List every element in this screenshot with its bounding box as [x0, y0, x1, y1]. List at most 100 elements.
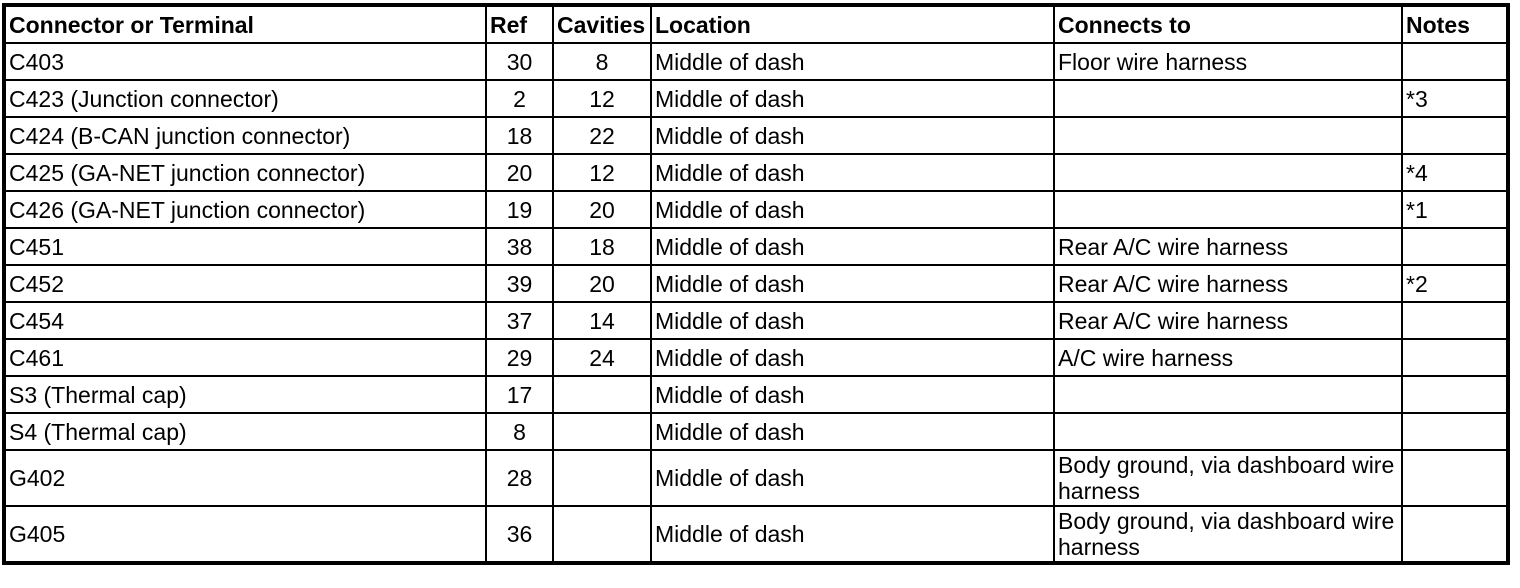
cell-location: Middle of dash	[650, 264, 1055, 303]
cell-ref: 39	[485, 264, 554, 303]
cell-notes	[1401, 42, 1509, 81]
cell-connects-to	[1053, 79, 1403, 118]
cell-location: Middle of dash	[650, 116, 1055, 155]
cell-cavities	[552, 449, 652, 507]
cell-connector: G405	[3, 505, 487, 564]
cell-location: Middle of dash	[650, 505, 1055, 564]
cell-connects-to	[1053, 153, 1403, 192]
cell-cavities: 24	[552, 338, 652, 377]
cell-connector: C424 (B-CAN junction connector)	[3, 116, 487, 155]
connector-table: Connector or Terminal Ref Cavities Locat…	[2, 3, 1510, 565]
cell-cavities: 18	[552, 227, 652, 266]
cell-location: Middle of dash	[650, 79, 1055, 118]
cell-location: Middle of dash	[650, 338, 1055, 377]
cell-location: Middle of dash	[650, 190, 1055, 229]
connector-table-wrapper: Connector or Terminal Ref Cavities Locat…	[2, 3, 1510, 565]
cell-cavities	[552, 375, 652, 414]
cell-ref: 17	[485, 375, 554, 414]
column-header-ref: Ref	[485, 4, 554, 44]
cell-connector: C451	[3, 227, 487, 266]
cell-connector: C423 (Junction connector)	[3, 79, 487, 118]
cell-ref: 20	[485, 153, 554, 192]
table-row: S3 (Thermal cap)17 Middle of dash	[3, 375, 1509, 414]
cell-connector: C403	[3, 42, 487, 81]
cell-notes: *4	[1401, 153, 1509, 192]
cell-connects-to: Rear A/C wire harness	[1053, 264, 1403, 303]
cell-connector: C426 (GA-NET junction connector)	[3, 190, 487, 229]
column-header-connects-to: Connects to	[1053, 4, 1403, 44]
cell-ref: 30	[485, 42, 554, 81]
cell-connects-to: A/C wire harness	[1053, 338, 1403, 377]
cell-connector: G402	[3, 449, 487, 507]
cell-connector: S4 (Thermal cap)	[3, 412, 487, 451]
cell-notes	[1401, 449, 1509, 507]
cell-ref: 2	[485, 79, 554, 118]
cell-connects-to: Rear A/C wire harness	[1053, 301, 1403, 340]
cell-location: Middle of dash	[650, 153, 1055, 192]
cell-connects-to	[1053, 116, 1403, 155]
cell-connector: C425 (GA-NET junction connector)	[3, 153, 487, 192]
cell-ref: 28	[485, 449, 554, 507]
cell-connector: S3 (Thermal cap)	[3, 375, 487, 414]
cell-notes: *1	[1401, 190, 1509, 229]
cell-connects-to	[1053, 412, 1403, 451]
cell-cavities	[552, 412, 652, 451]
cell-connects-to: Body ground, via dashboard wire harness	[1053, 505, 1403, 564]
cell-notes: *3	[1401, 79, 1509, 118]
cell-cavities	[552, 505, 652, 564]
cell-ref: 18	[485, 116, 554, 155]
cell-cavities: 20	[552, 264, 652, 303]
cell-cavities: 8	[552, 42, 652, 81]
cell-connects-to: Floor wire harness	[1053, 42, 1403, 81]
cell-connects-to: Rear A/C wire harness	[1053, 227, 1403, 266]
column-header-cavities: Cavities	[552, 4, 652, 44]
cell-notes	[1401, 116, 1509, 155]
cell-cavities: 12	[552, 153, 652, 192]
cell-cavities: 14	[552, 301, 652, 340]
cell-connects-to	[1053, 190, 1403, 229]
table-header-row: Connector or Terminal Ref Cavities Locat…	[3, 4, 1509, 44]
cell-location: Middle of dash	[650, 227, 1055, 266]
cell-connector: C454	[3, 301, 487, 340]
cell-notes	[1401, 412, 1509, 451]
cell-ref: 8	[485, 412, 554, 451]
cell-ref: 19	[485, 190, 554, 229]
column-header-connector: Connector or Terminal	[3, 4, 487, 44]
cell-location: Middle of dash	[650, 375, 1055, 414]
cell-notes	[1401, 375, 1509, 414]
cell-connector: C452	[3, 264, 487, 303]
cell-cavities: 12	[552, 79, 652, 118]
cell-ref: 38	[485, 227, 554, 266]
cell-location: Middle of dash	[650, 42, 1055, 81]
cell-connects-to: Body ground, via dashboard wire harness	[1053, 449, 1403, 507]
cell-connects-to	[1053, 375, 1403, 414]
cell-cavities: 22	[552, 116, 652, 155]
column-header-location: Location	[650, 4, 1055, 44]
column-header-notes: Notes	[1401, 4, 1509, 44]
cell-notes: *2	[1401, 264, 1509, 303]
cell-location: Middle of dash	[650, 301, 1055, 340]
cell-cavities: 20	[552, 190, 652, 229]
cell-notes	[1401, 338, 1509, 377]
cell-location: Middle of dash	[650, 412, 1055, 451]
cell-ref: 37	[485, 301, 554, 340]
cell-notes	[1401, 505, 1509, 564]
table-row: S4 (Thermal cap)8 Middle of dash	[3, 412, 1509, 451]
cell-ref: 36	[485, 505, 554, 564]
cell-location: Middle of dash	[650, 449, 1055, 507]
cell-notes	[1401, 227, 1509, 266]
cell-connector: C461	[3, 338, 487, 377]
cell-ref: 29	[485, 338, 554, 377]
